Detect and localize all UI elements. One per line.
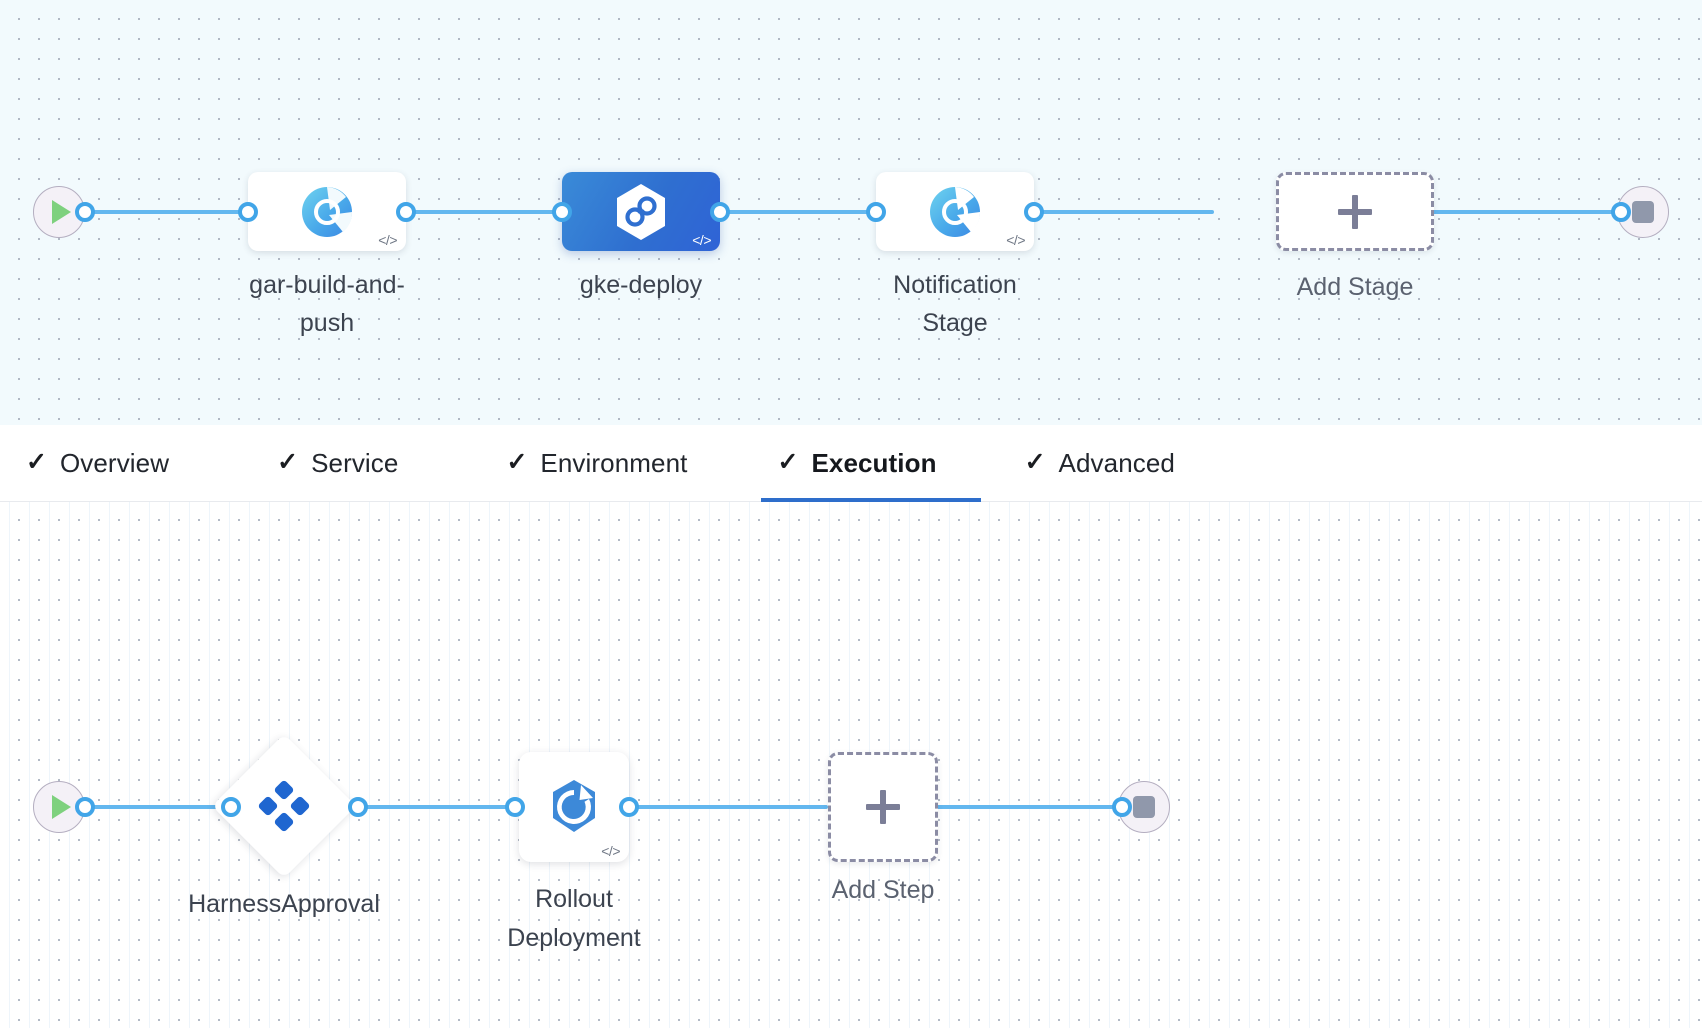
execution-step-graph[interactable]: HarnessApproval </> Rollout Deployment — [0, 502, 1702, 1028]
port-step2-in[interactable] — [505, 797, 525, 817]
step-diamond-card[interactable] — [211, 733, 357, 879]
yaml-code-badge[interactable]: </> — [601, 843, 620, 859]
edge-stage2-to-stage3 — [700, 210, 880, 214]
check-icon: ✓ — [26, 448, 47, 476]
yaml-code-badge[interactable]: </> — [378, 232, 397, 248]
tab-strip: ✓ Overview ✓ Service ✓ Environment ✓ Exe… — [0, 425, 1215, 502]
stage-label: Notification Stage — [893, 271, 1017, 337]
yaml-code-badge[interactable]: </> — [1006, 232, 1025, 248]
add-step-button[interactable] — [828, 752, 938, 862]
play-icon — [52, 200, 71, 224]
stage-config-tabs: ✓ Overview ✓ Service ✓ Environment ✓ Exe… — [0, 425, 1702, 502]
port-stage3-in[interactable] — [866, 202, 886, 222]
port-exec-end-in[interactable] — [1112, 797, 1132, 817]
stage-node-gke-deploy[interactable]: </> gke-deploy — [562, 172, 720, 299]
ci-build-icon — [299, 184, 355, 240]
edge-start-to-step1 — [66, 805, 231, 809]
stage-node-gar-build-and-push[interactable]: </> gar-build-and-push — [248, 172, 406, 337]
edge-stage1-to-stage2 — [386, 210, 566, 214]
stage-card[interactable]: </> — [562, 172, 720, 251]
port-start-out[interactable] — [75, 202, 95, 222]
stage-card[interactable]: </> — [876, 172, 1034, 251]
check-icon: ✓ — [277, 448, 299, 476]
cd-deploy-hexagon-icon — [612, 182, 670, 242]
stage-label: gar-build-and-push — [249, 271, 405, 337]
port-step1-in[interactable] — [221, 797, 241, 817]
tab-label: Service — [311, 448, 399, 478]
port-end-in[interactable] — [1611, 202, 1631, 222]
edge-addstep-to-end — [880, 805, 1115, 809]
add-step-label: Add Step — [831, 876, 935, 904]
ci-build-icon — [927, 184, 983, 240]
tab-label: Overview — [59, 448, 170, 478]
stage-card[interactable]: </> — [248, 172, 406, 251]
check-icon: ✓ — [506, 448, 528, 476]
harness-approval-diamond-icon — [254, 776, 314, 836]
add-step-node[interactable]: Add Step — [828, 752, 938, 904]
edge-step2-to-addstep — [628, 805, 828, 809]
stop-icon — [1632, 201, 1654, 223]
tab-label: Environment — [540, 448, 688, 478]
port-stage3-out[interactable] — [1024, 202, 1044, 222]
tab-label: Execution — [811, 448, 937, 478]
pipeline-stage-graph[interactable]: </> gar-build-and-push — [0, 0, 1702, 425]
plus-icon — [866, 790, 900, 824]
edge-step1-to-step2 — [350, 805, 515, 809]
edge-stage3-to-addstage — [1014, 210, 1214, 214]
port-step1-out[interactable] — [348, 797, 368, 817]
add-stage-label: Add Stage — [1296, 273, 1414, 301]
step-node-rollout-deployment[interactable]: </> Rollout Deployment — [507, 752, 641, 952]
tab-execution[interactable]: ✓ Execution — [747, 425, 994, 502]
check-icon: ✓ — [1024, 448, 1046, 476]
step-label: HarnessApproval — [188, 890, 380, 918]
port-stage2-in[interactable] — [552, 202, 572, 222]
port-stage1-out[interactable] — [396, 202, 416, 222]
port-stage1-in[interactable] — [238, 202, 258, 222]
edge-start-to-stage1 — [66, 210, 246, 214]
port-exec-start-out[interactable] — [75, 797, 95, 817]
stop-icon — [1133, 796, 1155, 818]
tab-environment[interactable]: ✓ Environment — [476, 425, 747, 502]
stage-node-notification-stage[interactable]: </> Notification Stage — [876, 172, 1034, 337]
check-icon: ✓ — [777, 448, 799, 476]
play-icon — [52, 795, 71, 819]
execution-end-node[interactable] — [1118, 781, 1170, 833]
active-tab-underline — [761, 498, 981, 502]
port-stage2-out[interactable] — [710, 202, 730, 222]
tab-overview[interactable]: ✓ Overview — [0, 425, 247, 502]
yaml-code-badge[interactable]: </> — [692, 232, 711, 248]
step-card[interactable]: </> — [519, 752, 629, 862]
step-node-harness-approval[interactable]: HarnessApproval — [188, 733, 380, 918]
k8s-rollout-icon — [543, 776, 605, 838]
edge-addstage-to-end — [1330, 210, 1620, 214]
stage-label: gke-deploy — [579, 271, 703, 299]
tab-label: Advanced — [1058, 448, 1175, 478]
step-label: Rollout Deployment — [507, 885, 641, 952]
tab-advanced[interactable]: ✓ Advanced — [995, 425, 1215, 502]
port-step2-out[interactable] — [619, 797, 639, 817]
add-stage-node[interactable]: Add Stage — [1276, 172, 1434, 301]
tab-service[interactable]: ✓ Service — [247, 425, 476, 502]
plus-icon — [1338, 194, 1372, 229]
add-stage-button[interactable] — [1276, 172, 1434, 251]
